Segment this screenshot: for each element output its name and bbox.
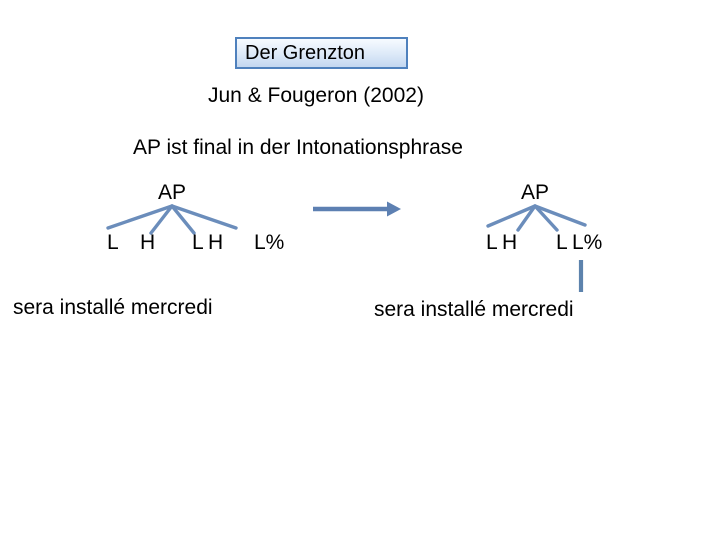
title-box: Der Grenzton [235,37,408,69]
left-tree-root-label: AP [158,181,187,204]
right-arrow-icon [313,201,401,217]
left-tree-sentence: sera installé mercredi [13,296,213,319]
right-tree-tone-2: H [502,231,518,254]
left-tree-branches [106,204,238,235]
right-tree-tone-3: L [556,231,568,254]
subtitle-citation: Jun & Fougeron (2002) [208,84,424,107]
right-tree-root-label: AP [521,181,550,204]
right-tree-branches [486,204,587,232]
left-tree-tone-1: L [107,231,119,254]
left-tree-boundary-tone: L% [254,231,285,254]
left-tree-tone-2: H [140,231,156,254]
right-tree-boundary-tone: L% [572,231,603,254]
right-tree-tone-1: L [486,231,498,254]
statement-text: AP ist final in der Intonationsphrase [133,136,463,159]
left-tree-tone-3: L [192,231,204,254]
left-tree-tone-4: H [208,231,224,254]
right-tree-sentence: sera installé mercredi [374,298,574,321]
title-text: Der Grenzton [245,41,366,64]
